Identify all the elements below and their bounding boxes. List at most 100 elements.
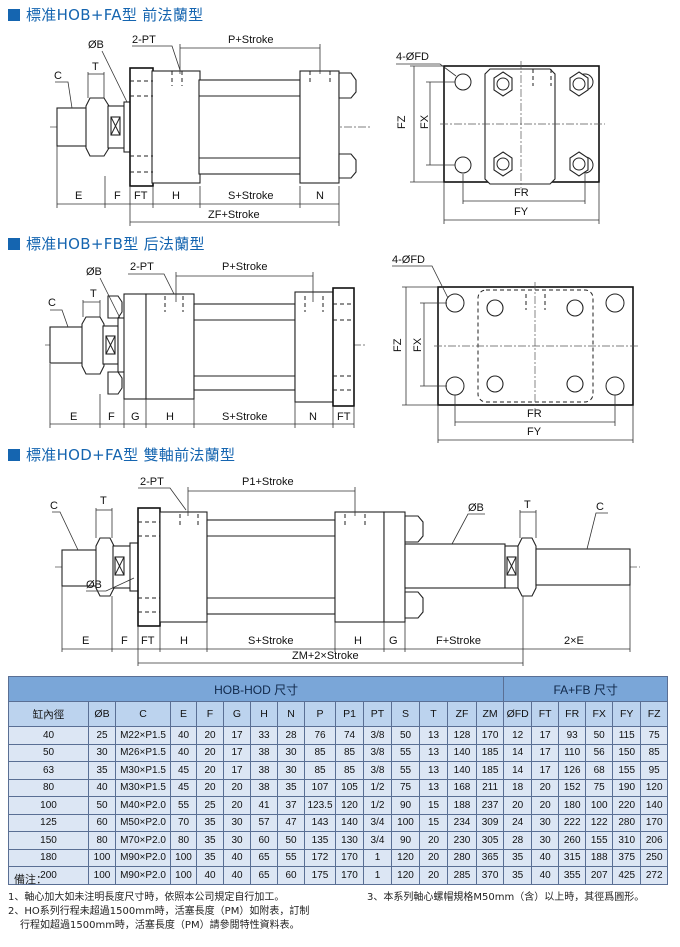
- column-header: N: [277, 701, 305, 727]
- table-cell: 90: [391, 796, 420, 815]
- table-cell: 100: [170, 848, 197, 867]
- label-fx: FX: [419, 114, 431, 129]
- table-cell: 13: [419, 726, 448, 745]
- table-cell: 55: [391, 761, 420, 780]
- table-cell: 135: [304, 831, 336, 850]
- dim-f-stroke: F+Stroke: [436, 635, 481, 647]
- dim-h: H: [180, 635, 188, 647]
- gland: [123, 293, 147, 400]
- diagram-hob-fb: 2-PT P+Stroke ØB C T E F G H S+Stroke N …: [45, 254, 640, 443]
- table-cell: 35: [196, 813, 224, 832]
- table-cell: 35: [277, 778, 305, 797]
- table-cell: 122: [585, 813, 614, 832]
- dim-h: H: [166, 411, 174, 423]
- table-cell: 13: [419, 743, 448, 762]
- dim-zm-stroke: ZM+2×Stroke: [292, 650, 359, 662]
- table-cell: 234: [447, 813, 477, 832]
- table-cell: 75: [585, 778, 614, 797]
- table-cell: 30: [531, 813, 560, 832]
- table-cell: 170: [640, 813, 669, 832]
- table-cell: 75: [640, 726, 669, 745]
- table-cell: 35: [196, 831, 224, 850]
- dim-ft: FT: [141, 635, 155, 647]
- table-cell: 57: [250, 813, 278, 832]
- dim-e: E: [75, 190, 82, 202]
- dim-g: G: [131, 411, 140, 423]
- label-t: T: [92, 61, 99, 73]
- table-cell: 200: [8, 866, 89, 885]
- table-cell: 3/4: [363, 831, 392, 850]
- label-fz: FZ: [392, 338, 404, 352]
- table-cell: 85: [640, 743, 669, 762]
- table-cell: 280: [612, 813, 642, 832]
- table-cell: 13: [419, 761, 448, 780]
- table-cell: 17: [223, 743, 251, 762]
- table-cell: 180: [8, 848, 89, 867]
- table-cell: 60: [88, 813, 116, 832]
- table-cell: 95: [640, 761, 669, 780]
- dim-s-stroke: S+Stroke: [248, 635, 294, 647]
- label-c-left: C: [50, 500, 58, 512]
- table-cell: 40: [196, 866, 224, 885]
- tie-rod-nut-top: [107, 295, 123, 319]
- table-cell: 15: [419, 796, 448, 815]
- table-cell: 211: [475, 778, 505, 797]
- dim-n: N: [316, 190, 324, 202]
- column-header: FT: [531, 701, 560, 727]
- dim-s-stroke: S+Stroke: [222, 411, 268, 423]
- table-cell: 35: [503, 848, 533, 867]
- label-p1-stroke: P1+Stroke: [242, 476, 294, 488]
- table-cell: 14: [503, 761, 533, 780]
- label-p-stroke: P+Stroke: [228, 34, 274, 46]
- table-cell: M40×P2.0: [115, 796, 171, 815]
- note-3: 3、本系列軸心螺帽規格M50mm（含）以上時，其徑爲圓形。: [367, 892, 645, 903]
- table-cell: 123.5: [304, 796, 336, 815]
- table-cell: 365: [475, 848, 505, 867]
- group-header-fa-fb: FA+FB 尺寸: [503, 676, 669, 702]
- table-cell: 370: [475, 866, 505, 885]
- table-cell: 80: [8, 778, 89, 797]
- label-ob-right: ØB: [468, 502, 484, 514]
- table-cell: 140: [640, 796, 669, 815]
- table-cell: 150: [8, 831, 89, 850]
- label-fr: FR: [527, 408, 542, 420]
- table-cell: 28: [503, 831, 533, 850]
- table-cell: 30: [531, 831, 560, 850]
- label-fx: FX: [412, 337, 424, 352]
- cylinder-tube: [206, 519, 336, 615]
- table-cell: 28: [277, 726, 305, 745]
- section-title-hod-fa: 標准HOD+FA型 雙軸前法蘭型: [8, 444, 235, 465]
- table-cell: 207: [585, 866, 614, 885]
- column-header: T: [419, 701, 448, 727]
- column-header: ØB: [88, 701, 116, 727]
- table-cell: 50: [277, 831, 305, 850]
- table-cell: 425: [612, 866, 642, 885]
- table-cell: 20: [196, 761, 224, 780]
- dim-s-stroke: S+Stroke: [228, 190, 274, 202]
- table-cell: 40: [170, 743, 197, 762]
- column-header: P1: [335, 701, 364, 727]
- table-cell: 20: [196, 743, 224, 762]
- table-cell: 80: [170, 831, 197, 850]
- table-cell: 100: [88, 866, 116, 885]
- dim-ft: FT: [337, 411, 351, 423]
- table-cell: 35: [196, 848, 224, 867]
- column-header: H: [250, 701, 278, 727]
- table-cell: 130: [335, 831, 364, 850]
- table-cell: 100: [170, 866, 197, 885]
- table-cell: 17: [531, 761, 560, 780]
- label-ob-left: ØB: [86, 579, 102, 591]
- dim-e: E: [82, 635, 89, 647]
- tie-rod-nut-bottom: [107, 371, 123, 395]
- table-cell: 13: [419, 778, 448, 797]
- table-cell: 126: [558, 761, 587, 780]
- label-t: T: [90, 288, 97, 300]
- rear-gland: [383, 511, 406, 623]
- rear-cover: [299, 70, 340, 184]
